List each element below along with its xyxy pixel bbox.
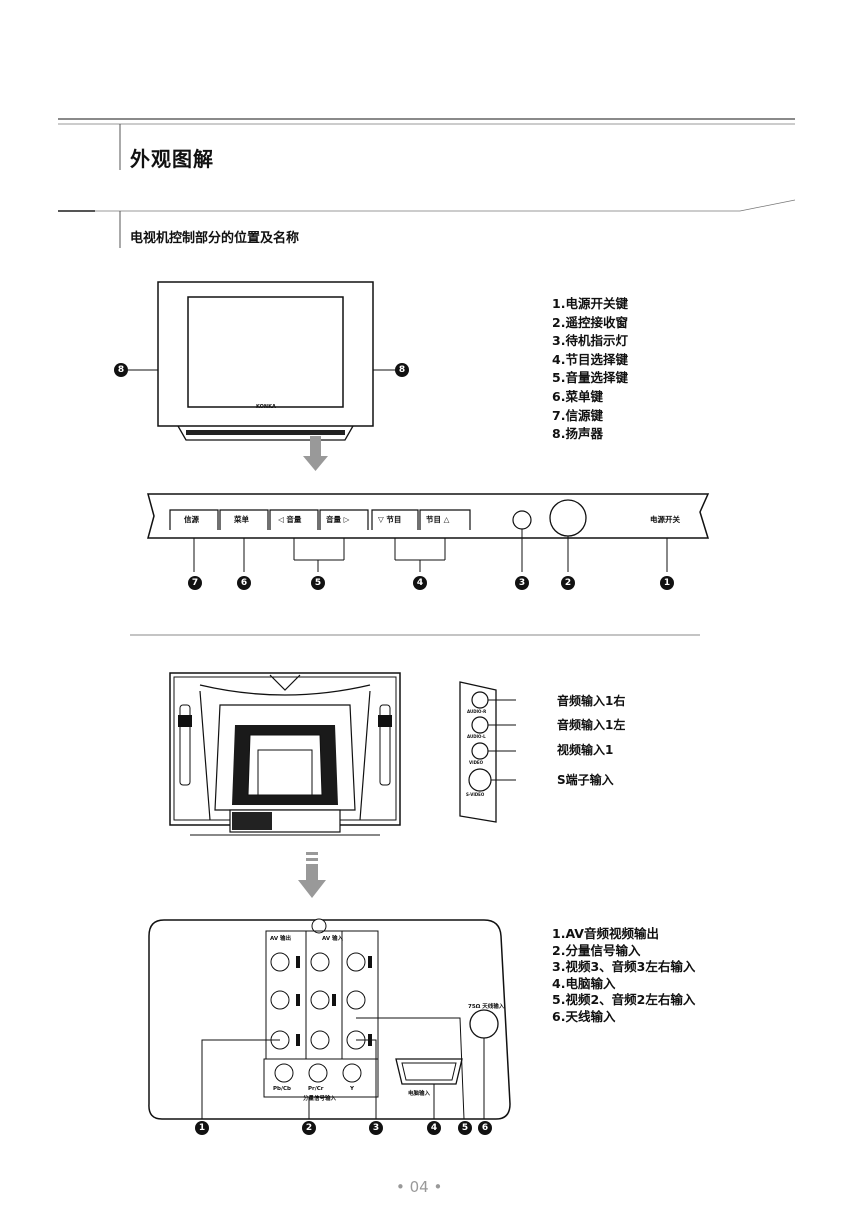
channel-down-button[interactable]: ▽ 节目	[378, 515, 402, 524]
component-input-label: 分量信号输入	[303, 1096, 337, 1102]
av-in-label: AV 输入	[322, 936, 344, 942]
component-port-label: Y	[350, 1086, 354, 1092]
menu-button[interactable]: 菜单	[234, 515, 249, 524]
callout-badge: 2	[561, 576, 575, 590]
callout-badge: 3	[515, 576, 529, 590]
callout-badge: 2	[302, 1121, 316, 1135]
antenna-input-label: 75Ω 天线输入	[468, 1004, 505, 1010]
legend-item: 2.分量信号输入	[552, 942, 641, 958]
section-subtitle: 电视机控制部分的位置及名称	[130, 231, 300, 246]
rear-connector-panel	[148, 918, 511, 1120]
side-port-label: 视频输入1	[557, 743, 614, 757]
speaker-badge-left: 8	[114, 363, 128, 377]
legend-item: 1.AV音频视频输出	[552, 926, 659, 941]
callout-badge: 7	[188, 576, 202, 590]
legend-item: 5.视频2、音频2左右输入	[552, 992, 696, 1008]
callout-badge: 5	[311, 576, 325, 590]
legend-item: 8.扬声器	[552, 426, 603, 442]
port-label: AUDIO-R	[467, 709, 487, 714]
port-label: S-VIDEO	[466, 792, 485, 797]
side-av-panel	[459, 681, 516, 823]
component-port-label: Pb/Cb	[273, 1086, 291, 1092]
header-rules	[58, 118, 796, 248]
legend-item: 4.节目选择键	[552, 351, 628, 367]
tv-rear-illustration	[169, 672, 401, 836]
power-switch-label: 电源开关	[650, 515, 680, 524]
pc-input-label: 电脑输入	[408, 1091, 431, 1097]
legend-item: 6.天线输入	[552, 1008, 616, 1024]
source-button[interactable]: 信源	[184, 515, 199, 524]
channel-up-button[interactable]: 节目 △	[426, 515, 450, 524]
callout-badge: 6	[478, 1121, 492, 1135]
component-port-label: Pr/Cr	[308, 1086, 324, 1092]
arrow-down-icon	[298, 852, 326, 898]
page-number: • 04 •	[396, 1178, 443, 1196]
legend-item: 1.电源开关键	[552, 296, 628, 311]
arrow-down-icon	[303, 436, 328, 471]
legend-item: 2.遥控接收窗	[552, 314, 628, 330]
volume-down-button[interactable]: ◁ 音量	[278, 515, 302, 524]
volume-up-button[interactable]: 音量 ▷	[326, 515, 350, 524]
callout-badge: 4	[413, 576, 427, 590]
port-label: AUDIO-L	[467, 734, 486, 739]
page-title: 外观图解	[130, 147, 214, 171]
speaker-badge-right: 8	[395, 363, 409, 377]
callout-badge: 1	[660, 576, 674, 590]
tv-brand-logo: KONKA	[256, 404, 276, 410]
rear-legend: 1.AV音频视频输出 2.分量信号输入 3.视频3、音频3左右输入 4.电脑输入…	[552, 926, 695, 1026]
callout-badge: 5	[458, 1121, 472, 1135]
port-label: VIDEO	[469, 760, 484, 765]
control-panel-strip	[147, 493, 710, 572]
callout-badge: 3	[369, 1121, 383, 1135]
callout-badge: 4	[427, 1121, 441, 1135]
section-divider	[130, 634, 700, 636]
legend-item: 3.视频3、音频3左右输入	[552, 959, 696, 975]
legend-item: 5.音量选择键	[552, 370, 628, 386]
legend-item: 4.电脑输入	[552, 975, 616, 991]
av-out-label: AV 输出	[270, 936, 292, 942]
callout-badge: 1	[195, 1121, 209, 1135]
side-port-label: 音频输入1右	[557, 694, 626, 708]
legend-item: 3.待机指示灯	[552, 333, 628, 349]
side-port-label: 音频输入1左	[557, 718, 626, 732]
tv-front-illustration	[122, 281, 396, 441]
side-port-label: S端子输入	[557, 773, 614, 787]
front-legend: 1.电源开关键 2.遥控接收窗 3.待机指示灯 4.节目选择键 5.音量选择键 …	[552, 295, 628, 444]
callout-badge: 6	[237, 576, 251, 590]
legend-item: 6.菜单键	[552, 388, 603, 404]
legend-item: 7.信源键	[552, 407, 603, 423]
